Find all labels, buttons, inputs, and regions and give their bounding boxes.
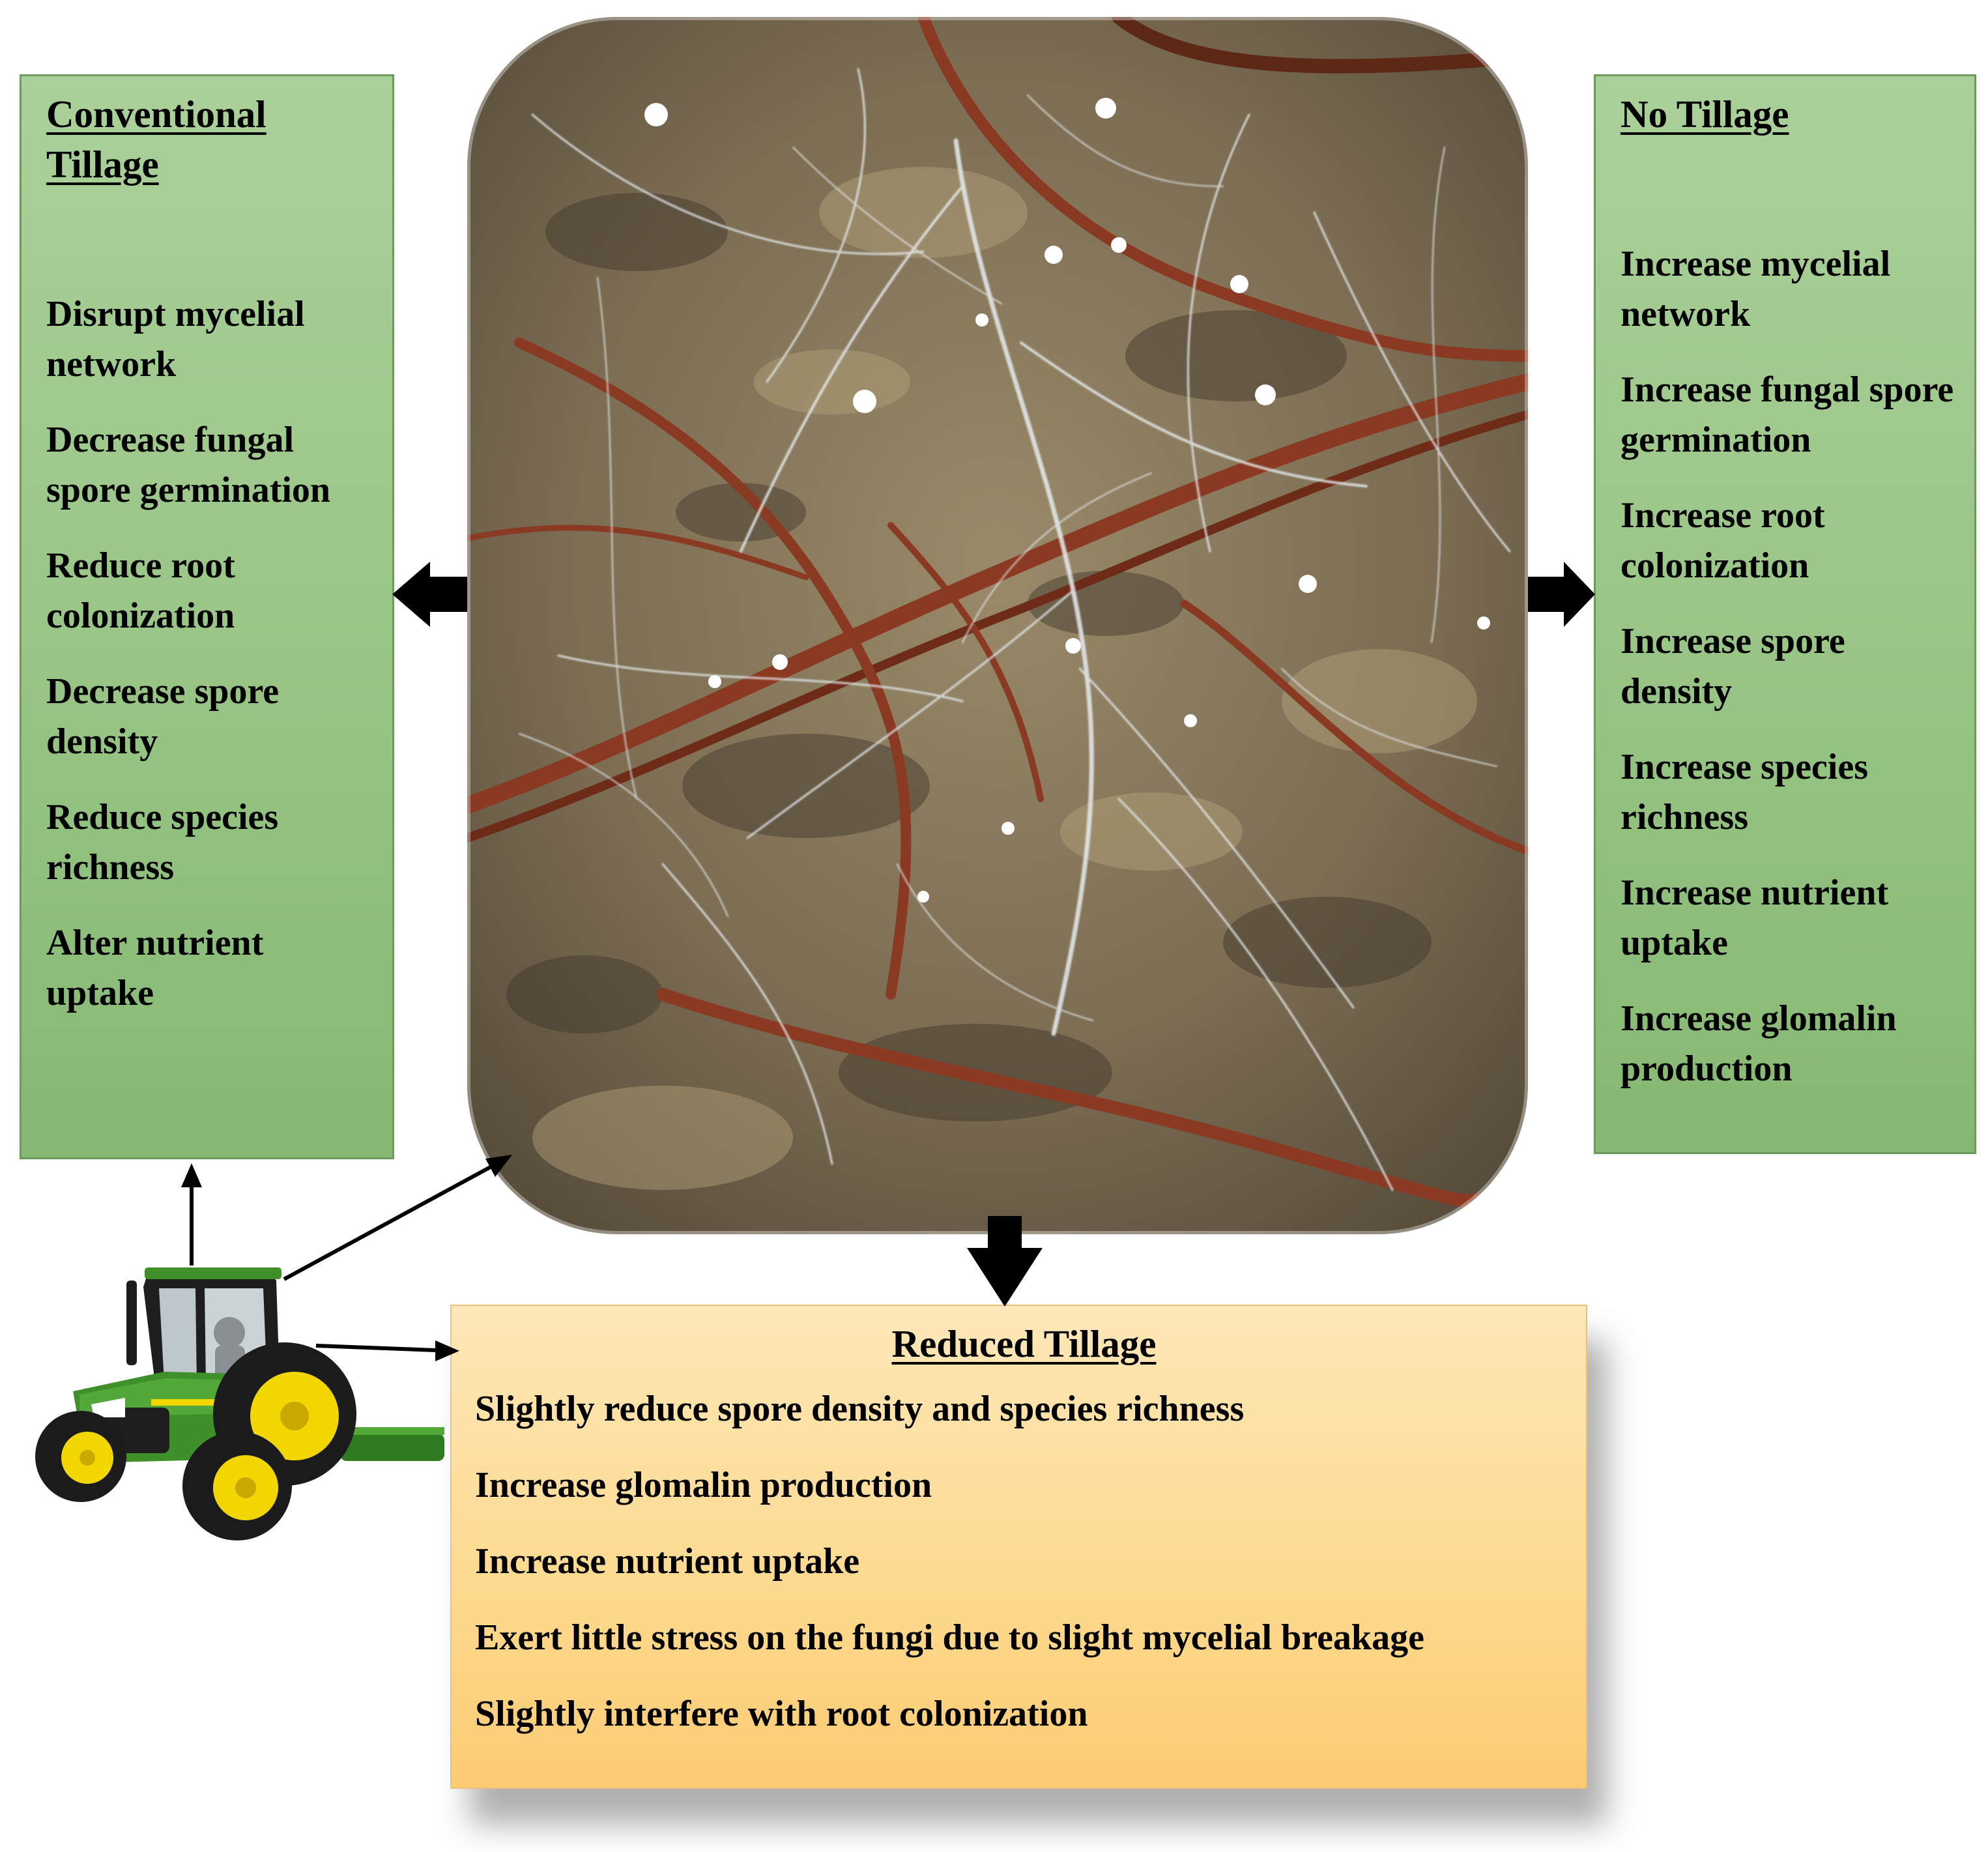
arrow-to-no-tillage [1528,562,1595,627]
no-tillage-title: No Tillage [1621,89,1961,139]
effect-item: Exert little stress on the fungi due to … [475,1614,1573,1661]
front-wheel-left [35,1411,126,1502]
conventional-tillage-box: Conventional Tillage Disrupt mycelial ne… [20,74,394,1159]
effect-item: Reduce species richness [46,792,379,893]
effect-item: Increase root colonization [1621,491,1961,591]
effect-item: Increase glomalin production [475,1462,1573,1509]
conventional-tillage-title: Conventional Tillage [46,89,294,190]
effect-item: Increase fungal spore germination [1621,365,1961,465]
no-tillage-effects: Increase mycelial network Increase funga… [1621,239,1961,1094]
mycorrhizal-hyphae-photo [467,17,1528,1234]
effect-item: Increase mycelial network [1621,239,1961,340]
reduced-tillage-effects: Slightly reduce spore density and specie… [475,1385,1573,1737]
effect-item: Decrease spore density [46,667,379,767]
tractor-icon [34,1261,451,1548]
effect-item: Increase glomalin production [1621,994,1961,1094]
conventional-tillage-effects: Disrupt mycelial network Decrease fungal… [46,289,379,1019]
effect-item: Increase nutrient uptake [1621,868,1961,968]
effect-item: Decrease fungal spore germination [46,415,379,515]
arrow-to-conventional-tillage [392,562,467,627]
effect-item: Increase spore density [1621,616,1961,717]
reduced-tillage-box: Reduced Tillage Slightly reduce spore de… [450,1305,1587,1789]
effect-item: Increase species richness [1621,742,1961,843]
effect-item: Disrupt mycelial network [46,289,379,390]
front-wheel-right [182,1431,292,1541]
effect-item: Slightly reduce spore density and specie… [475,1385,1573,1432]
effect-item: Slightly interfere with root colonizatio… [475,1690,1573,1737]
effect-item: Increase nutrient uptake [475,1538,1573,1585]
effect-item: Alter nutrient uptake [46,918,379,1019]
effect-item: Reduce root colonization [46,541,379,641]
reduced-tillage-title: Reduced Tillage [475,1320,1573,1367]
no-tillage-box: No Tillage Increase mycelial network Inc… [1594,74,1976,1154]
